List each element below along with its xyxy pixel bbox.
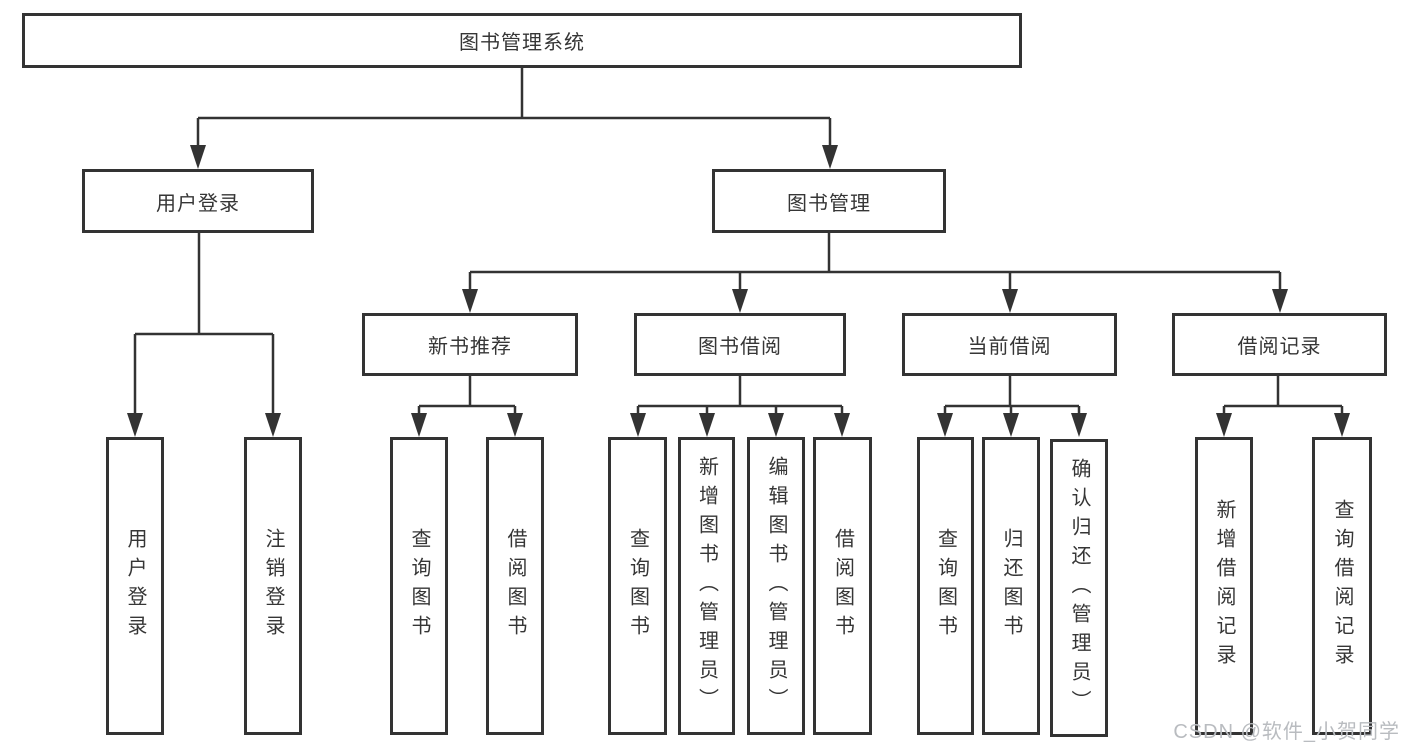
node-borrow-records: 借阅记录 [1172,313,1387,376]
csdn-watermark: CSDN @软件_小贺同学 [1173,721,1400,743]
leaf-borrow-books: 借阅图书 [813,437,872,735]
leaf-borrow-query-books: 查询图书 [608,437,667,735]
arrow-to-book-management [822,145,838,169]
leaf-edit-books-admin: 编辑图书（管理员） [747,437,805,735]
leaf-recommend-query-books: 查询图书 [390,437,448,735]
node-book-borrow: 图书借阅 [634,313,846,376]
leaf-user-login: 用户登录 [106,437,164,735]
leaf-return-books: 归还图书 [982,437,1040,735]
node-book-management: 图书管理 [712,169,946,233]
leaf-add-books-admin: 新增图书（管理员） [678,437,735,735]
node-current-borrow: 当前借阅 [902,313,1117,376]
leaf-recommend-borrow-books: 借阅图书 [486,437,544,735]
arrow-to-user-login [190,145,206,169]
leaf-logout: 注销登录 [244,437,302,735]
leaf-current-query-books: 查询图书 [917,437,974,735]
node-user-login: 用户登录 [82,169,314,233]
leaf-confirm-return-admin: 确认归还（管理员） [1050,439,1108,737]
node-root-system: 图书管理系统 [22,13,1022,68]
node-new-book-recommend: 新书推荐 [362,313,578,376]
leaf-add-borrow-record: 新增借阅记录 [1195,437,1253,735]
leaf-query-borrow-record: 查询借阅记录 [1312,437,1372,735]
